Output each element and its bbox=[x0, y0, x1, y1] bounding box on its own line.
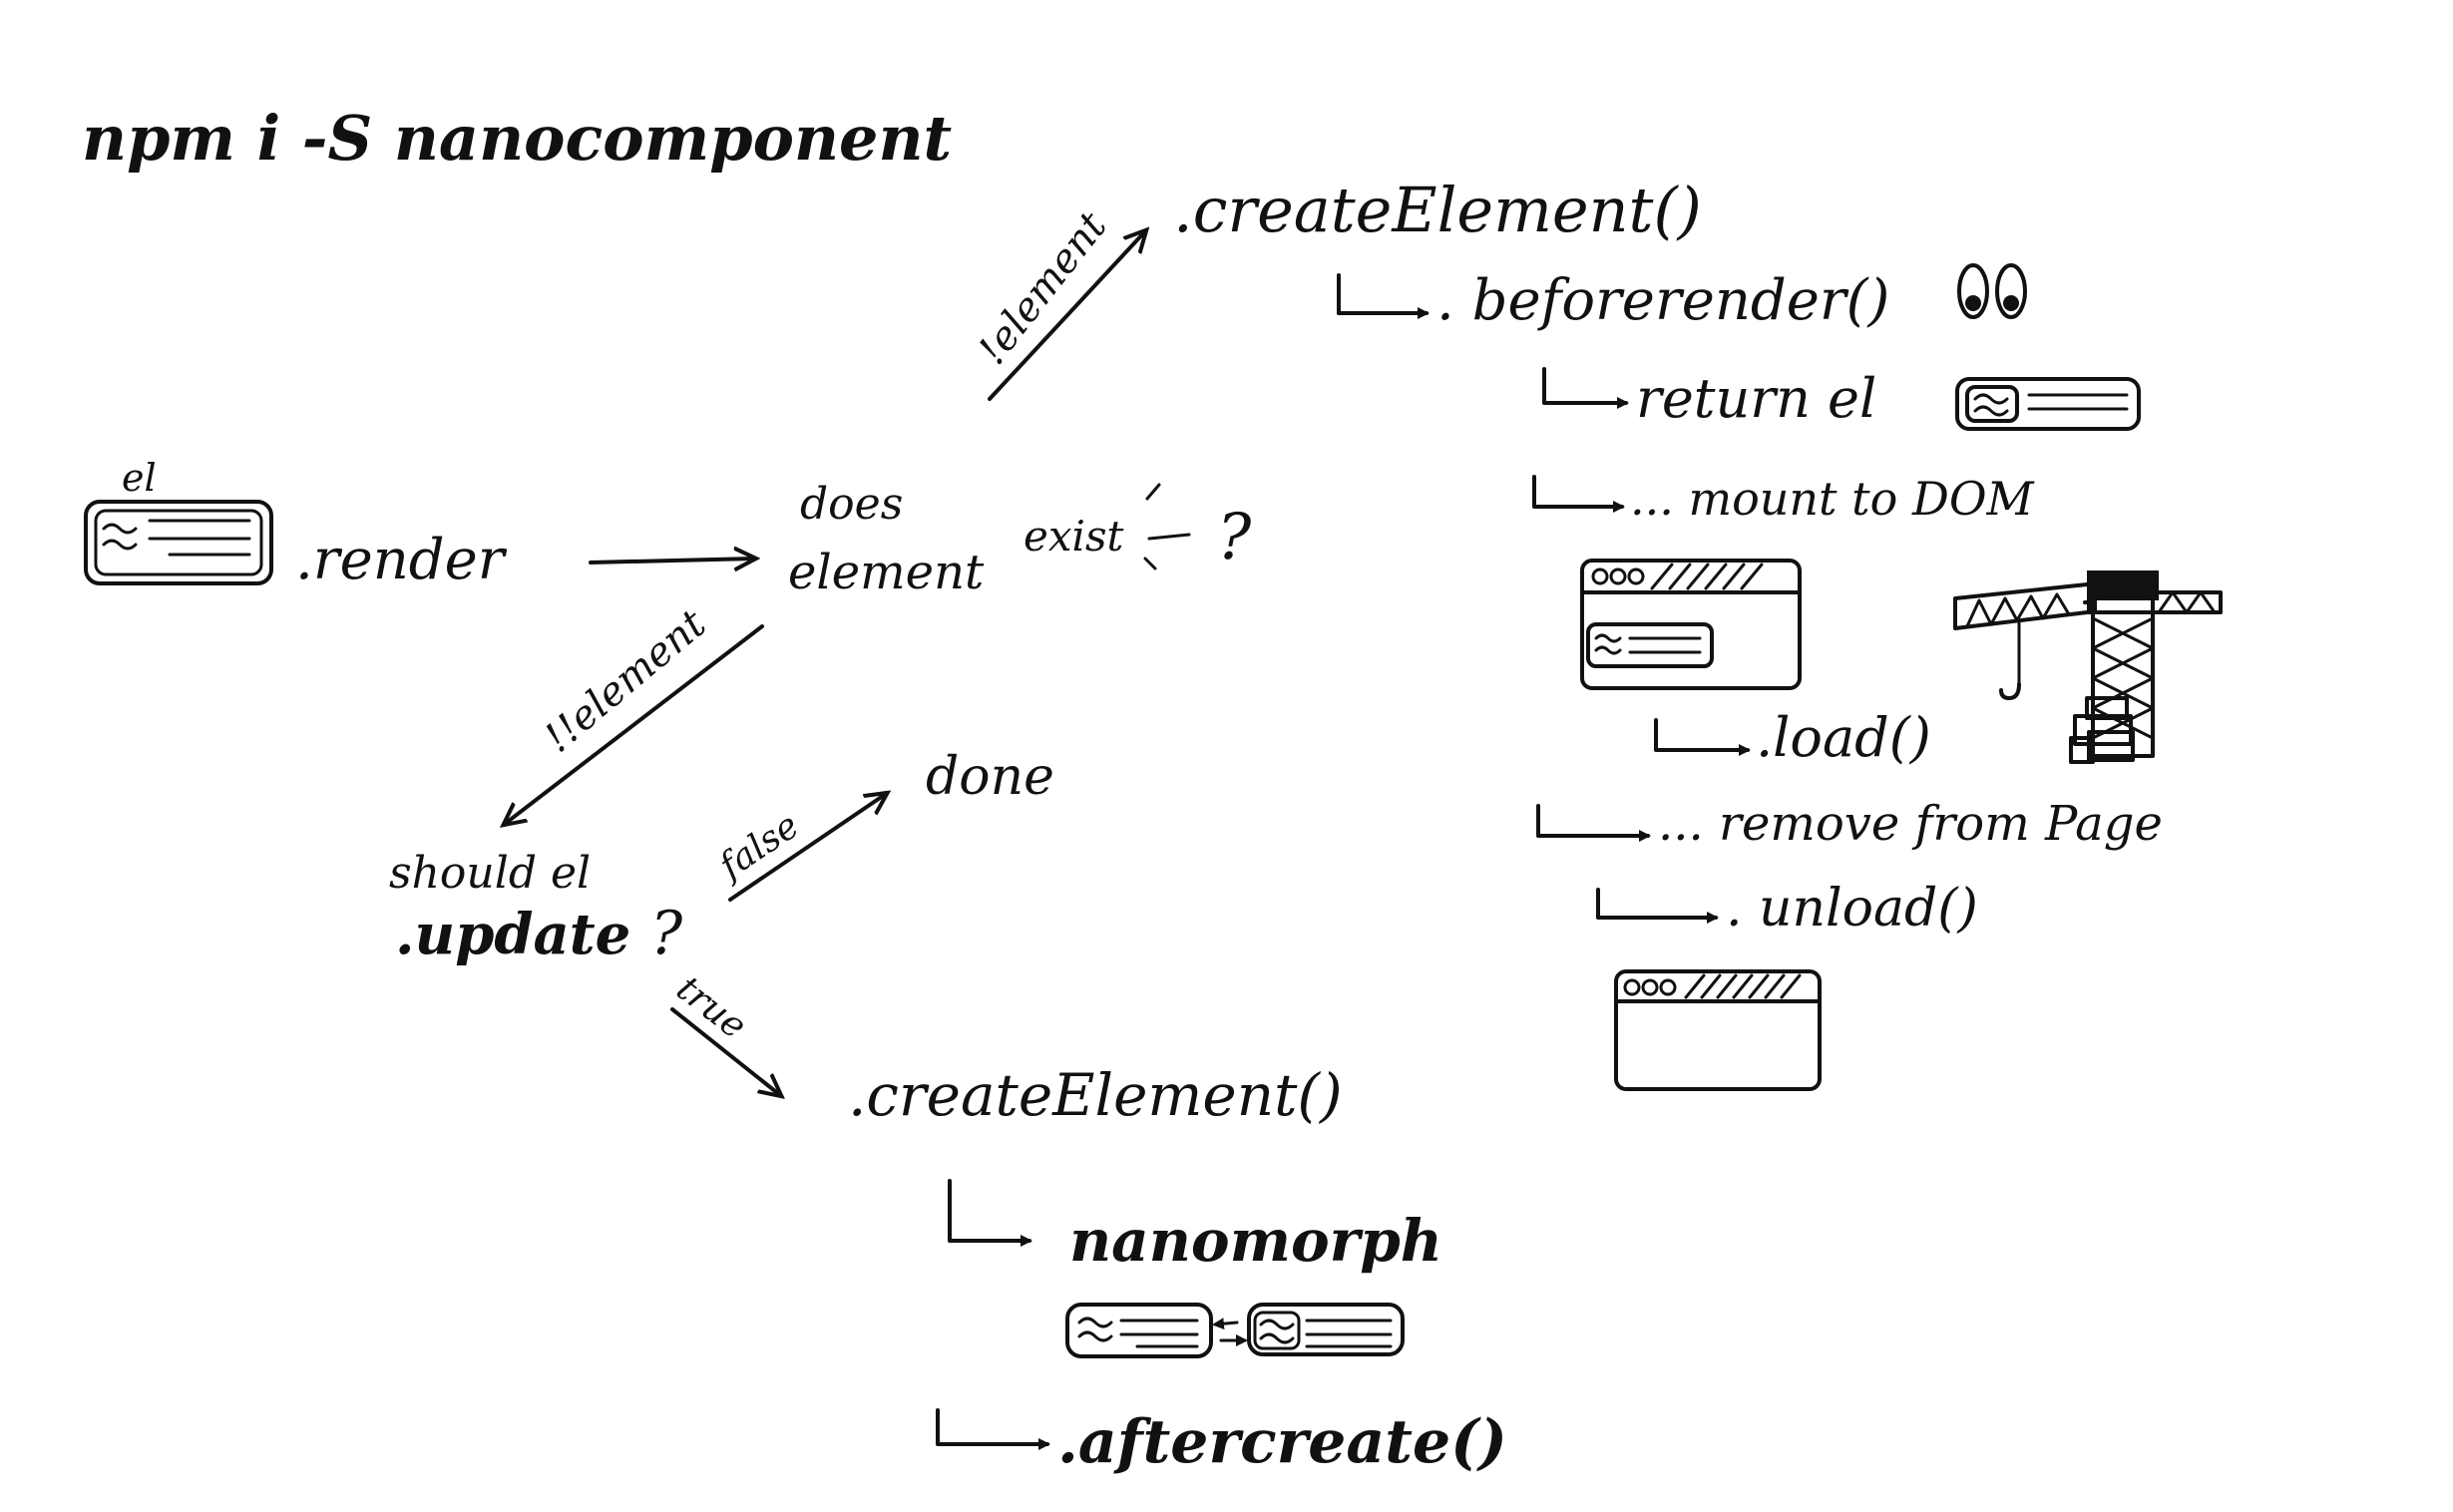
edge-label-false: false bbox=[710, 805, 807, 889]
decision-exist: exist bbox=[1023, 512, 1124, 561]
unload-label: . unload() bbox=[1726, 879, 1978, 939]
start-element-card-icon bbox=[84, 500, 273, 585]
arrow-icon bbox=[1596, 888, 1719, 924]
aftercreate-label: .aftercreate() bbox=[1057, 1407, 1507, 1477]
diagram-title: npm i -S nanocomponent bbox=[82, 102, 953, 175]
arrow-icon bbox=[948, 1179, 1032, 1247]
el-label: el bbox=[122, 456, 157, 500]
decision-question-mark: ? bbox=[1217, 501, 1252, 574]
edge-label-true: true bbox=[668, 968, 753, 1047]
mount-label: ... mount to DOM bbox=[1630, 472, 2036, 526]
decision-element: element bbox=[788, 545, 985, 600]
beforerender-label: . beforerender() bbox=[1436, 268, 1889, 333]
decision-scribble bbox=[1143, 483, 1191, 570]
eyes-icon bbox=[1957, 263, 2027, 319]
decision-does: does bbox=[800, 479, 903, 530]
arrow-render-to-decision bbox=[589, 559, 754, 563]
arrow-icon bbox=[936, 1408, 1050, 1450]
update-question-mark: ? bbox=[650, 899, 683, 968]
arrow-icon bbox=[1532, 475, 1625, 513]
arrow-icon bbox=[1542, 367, 1629, 409]
browser-window-mounted-icon bbox=[1580, 559, 1802, 690]
returned-element-card-icon bbox=[1955, 377, 2141, 431]
arrow-double-not-element bbox=[505, 624, 764, 824]
render-label: .render bbox=[295, 528, 508, 592]
update-should-el: should el bbox=[389, 848, 591, 899]
arrow-not-element bbox=[988, 231, 1145, 401]
arrow-true bbox=[670, 1007, 780, 1095]
arrow-icon bbox=[1536, 804, 1651, 842]
create-element-label: .createElement() bbox=[1173, 174, 1702, 246]
nanomorph-label: nanomorph bbox=[1069, 1207, 1442, 1275]
morph-icon bbox=[1065, 1303, 1405, 1358]
update-create-element-label: .createElement() bbox=[848, 1061, 1343, 1129]
update-method: .update bbox=[395, 902, 630, 967]
browser-window-empty-icon bbox=[1614, 969, 1822, 1091]
crane-icon bbox=[1953, 570, 2223, 764]
load-label: .load() bbox=[1756, 706, 1931, 769]
arrow-icon bbox=[1654, 718, 1751, 756]
return-el-label: return el bbox=[1636, 367, 1876, 430]
done-label: done bbox=[926, 747, 1054, 807]
remove-label: ... remove from Page bbox=[1658, 796, 2163, 852]
arrow-icon bbox=[1337, 273, 1430, 319]
arrow-false bbox=[728, 794, 886, 902]
